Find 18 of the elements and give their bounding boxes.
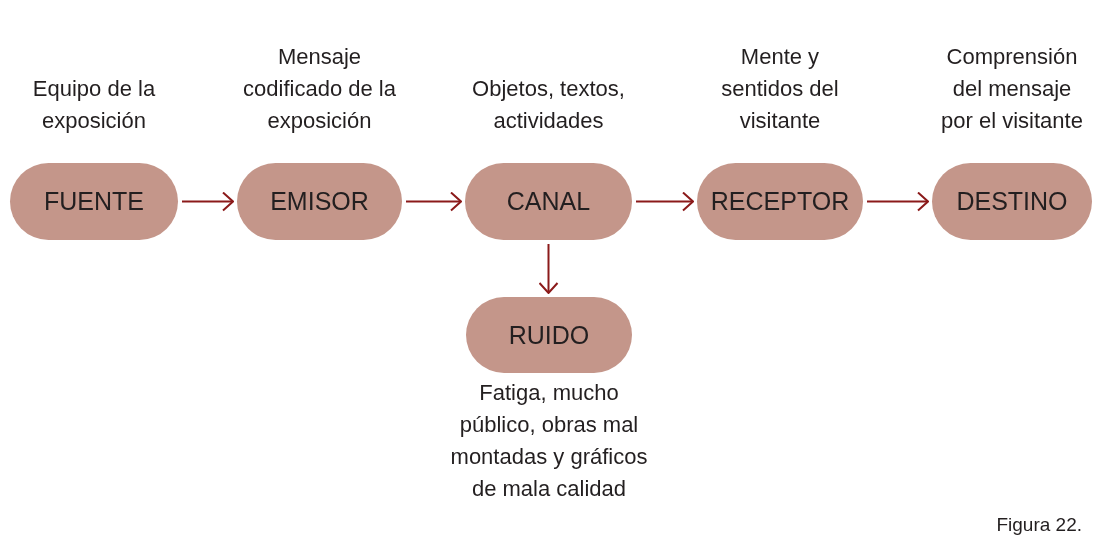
description-text: Mensaje codificado de la exposición (242, 43, 397, 135)
process-pill: FUENTE (10, 163, 178, 240)
process-pill: CANAL (465, 163, 632, 240)
process-pill: RUIDO (466, 297, 632, 373)
arrow (538, 243, 559, 294)
description-text: Equipo de la exposición (31, 75, 157, 135)
arrow (181, 191, 234, 212)
arrow (635, 191, 694, 212)
figure-caption: Figura 22. (996, 514, 1082, 536)
process-pill: EMISOR (237, 163, 402, 240)
description-text: Objetos, textos, actividades (471, 75, 626, 135)
description-text: Comprensión del mensaje por el visitante (940, 43, 1084, 135)
arrow (866, 191, 929, 212)
description-text: Mente y sentidos del visitante (720, 43, 840, 135)
description-text: Fatiga, mucho público, obras mal montadas y gráficos de mala calidad (449, 379, 649, 503)
process-pill: RECEPTOR (697, 163, 863, 240)
process-pill: DESTINO (932, 163, 1092, 240)
arrow (405, 191, 462, 212)
